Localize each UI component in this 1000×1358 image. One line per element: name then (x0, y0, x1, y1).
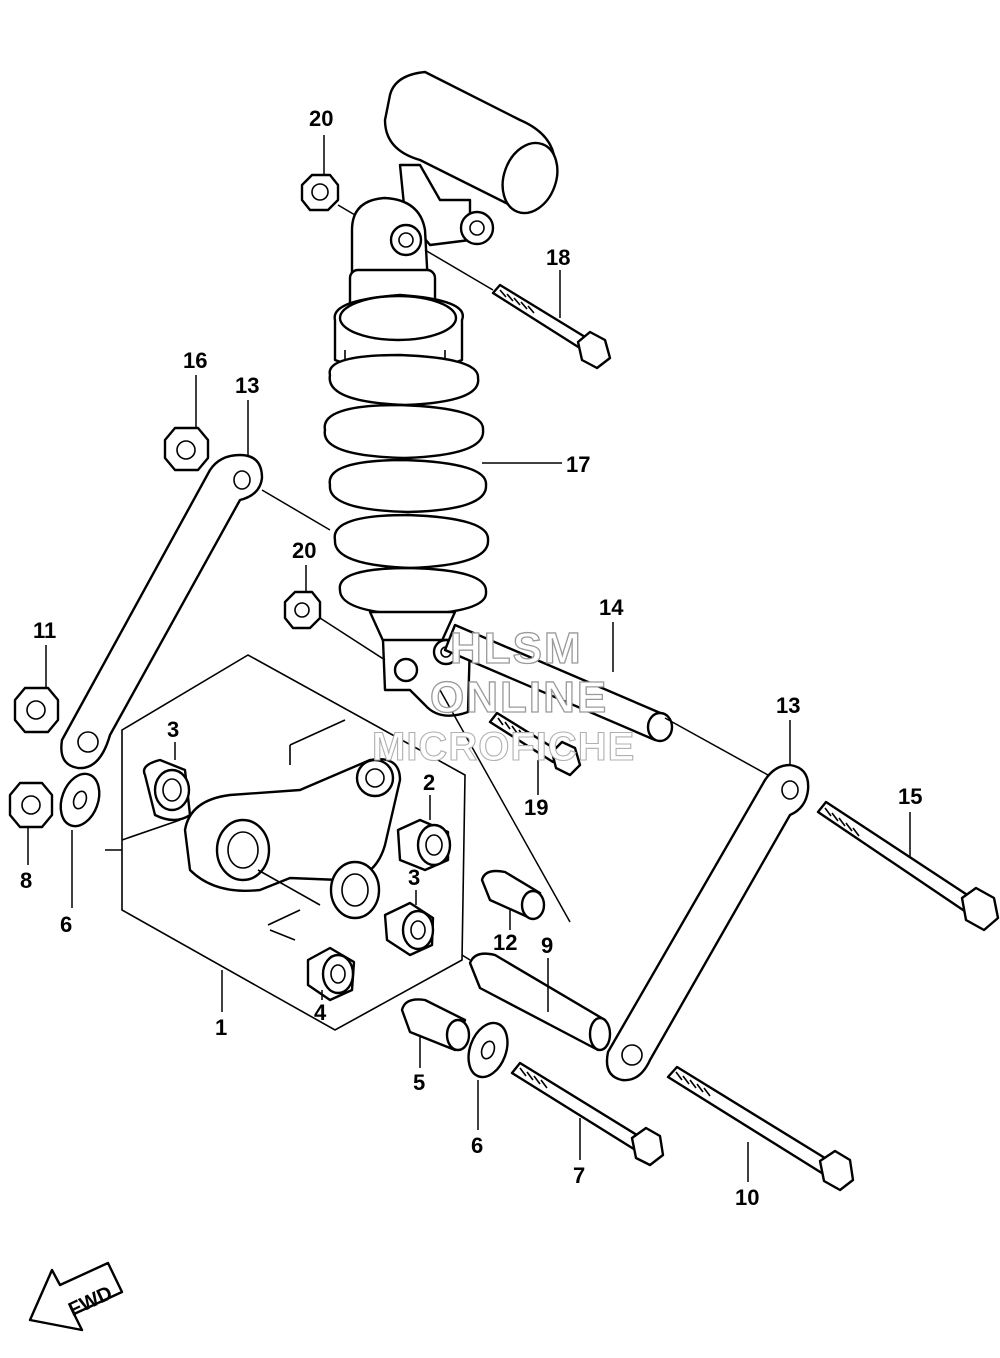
callout-17: 17 (566, 452, 590, 477)
watermark-line2: ONLINE (430, 673, 608, 722)
watermark: HLSM ONLINE MICROFICHE (371, 623, 635, 769)
callout-3-lower: 3 (408, 865, 420, 890)
bolt-19 (488, 711, 582, 795)
tie-rod-13-left (60, 400, 331, 770)
callout-6-lower: 6 (471, 1133, 483, 1158)
callout-13-right: 13 (776, 693, 800, 718)
cushion-lever-assembly (105, 654, 466, 1031)
callout-19: 19 (524, 795, 548, 820)
watermark-line1: HLSM (450, 624, 583, 673)
nut-8 (8, 781, 54, 865)
shock-absorber (323, 70, 559, 717)
nut-20-lower (283, 565, 386, 661)
callout-18: 18 (546, 245, 570, 270)
callout-6-left: 6 (60, 912, 72, 937)
bolt-7 (510, 1061, 665, 1167)
callout-labels: 20 18 16 13 17 20 14 11 13 3 2 15 19 8 3… (20, 106, 922, 1210)
spacer-12 (439, 689, 571, 930)
fwd-arrow: FWD (28, 1261, 124, 1332)
callout-20-lower: 20 (292, 538, 316, 563)
callout-8: 8 (20, 868, 32, 893)
callout-4: 4 (314, 1000, 327, 1025)
callout-1: 1 (215, 1015, 227, 1040)
callout-3-upper: 3 (167, 717, 179, 742)
tie-rod-13-right (605, 717, 810, 1082)
callout-5: 5 (413, 1070, 425, 1095)
spacer-9 (461, 952, 612, 1052)
callout-14: 14 (599, 595, 624, 620)
callout-2: 2 (423, 770, 435, 795)
bolt-18 (424, 249, 612, 370)
spacer-5 (400, 998, 471, 1068)
callout-15: 15 (898, 784, 922, 809)
callout-13-left: 13 (235, 373, 259, 398)
bolt-10 (666, 1065, 855, 1192)
callout-11: 11 (33, 618, 56, 643)
nut-16 (163, 375, 210, 472)
bolt-15 (816, 800, 1000, 932)
callout-10: 10 (735, 1185, 759, 1210)
washer-6-left (59, 772, 101, 908)
callout-16: 16 (183, 348, 207, 373)
callout-20-top: 20 (309, 106, 333, 131)
nut-11 (13, 645, 60, 734)
watermark-line3: MICROFICHE (372, 725, 635, 769)
callout-9: 9 (541, 933, 553, 958)
spacer-14 (443, 622, 674, 743)
washer-6-lower (467, 1021, 509, 1130)
callout-12: 12 (493, 930, 517, 955)
nut-20-top (300, 135, 356, 216)
callout-7: 7 (573, 1163, 585, 1188)
